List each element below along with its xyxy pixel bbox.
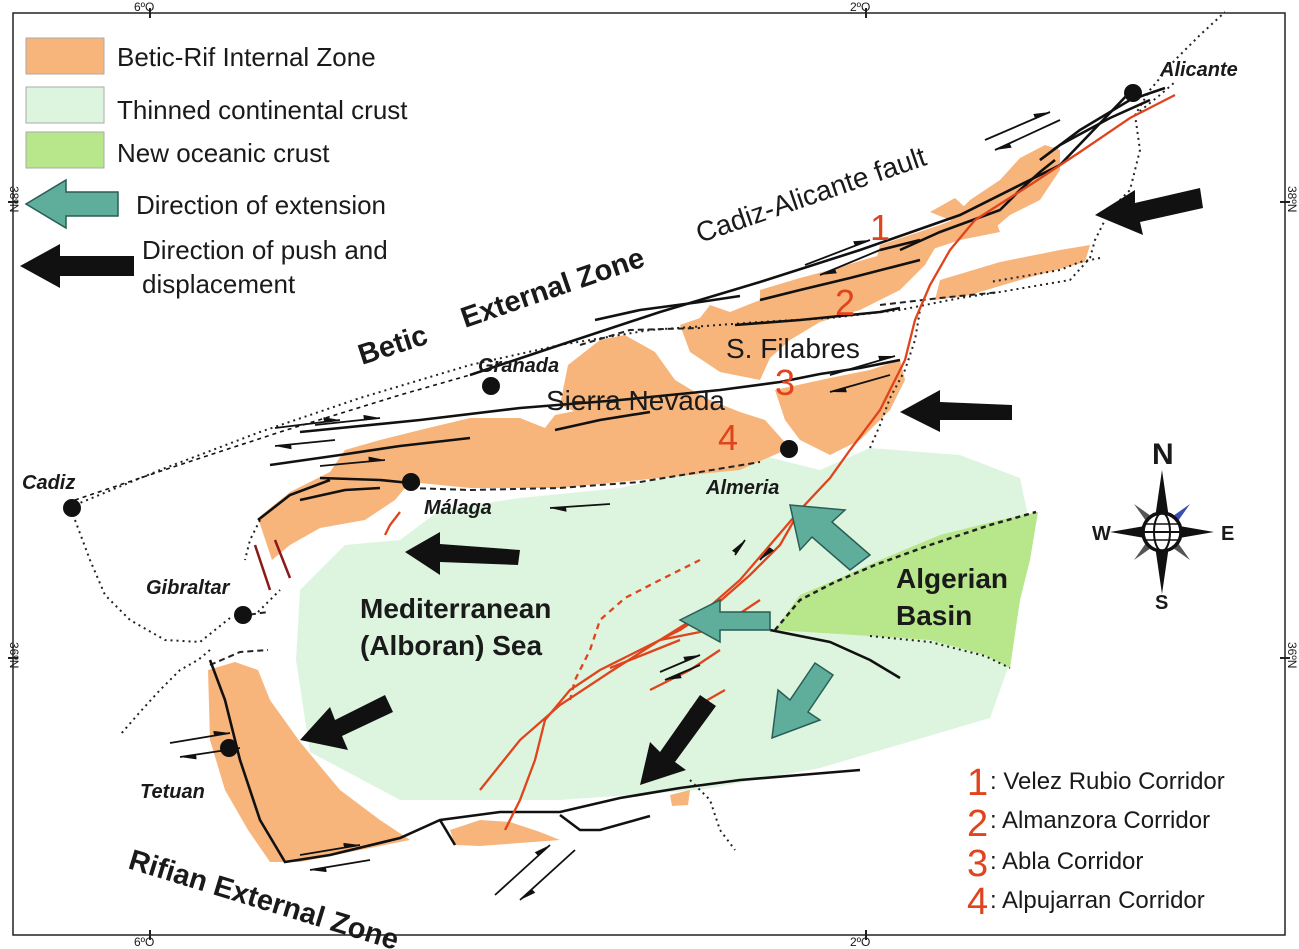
map-corridor-4: 4	[718, 417, 738, 458]
label-sea-line1: Mediterranean	[360, 593, 551, 624]
cadiz-alicante-fault-dashed	[74, 374, 471, 501]
coord-right-upper: 38ºN	[1285, 186, 1299, 212]
push-arrow-east	[1095, 188, 1203, 235]
slip-arrows	[169, 111, 1061, 901]
legend-thinned-crust: Thinned continental crust	[117, 95, 408, 125]
legend-push-arrow-icon	[20, 244, 134, 288]
extension-arrows	[678, 504, 872, 740]
map-corridor-2: 2	[835, 282, 855, 323]
key-num-4: 4	[967, 881, 988, 923]
city-gibraltar: Gibraltar	[146, 577, 231, 599]
key-label-1: : Velez Rubio Corridor	[990, 768, 1225, 795]
map-corridor-3: 3	[775, 362, 795, 403]
legend-swatch-internal-zone	[25, 37, 105, 75]
oceanic-boundary	[774, 510, 1037, 631]
coord-left-upper: 38ºN	[7, 186, 21, 212]
map-corridor-1: 1	[870, 207, 890, 248]
city-malaga: Málaga	[424, 497, 492, 519]
coordinate-ticks	[8, 8, 1290, 940]
key-label-3: : Abla Corridor	[990, 848, 1143, 875]
key-num-3: 3	[967, 843, 988, 885]
label-sierra-nevada: Sierra Nevada	[546, 385, 725, 416]
city-cadiz: Cadiz	[22, 472, 75, 494]
city-almeria: Almeria	[705, 477, 779, 499]
city-granada: Granada	[478, 355, 559, 377]
city-alicante: Alicante	[1159, 59, 1238, 81]
internal-zone-northeast	[955, 145, 1060, 232]
compass-e: E	[1221, 523, 1234, 545]
coord-bottom-right: 2ºO	[850, 935, 870, 949]
city-markers	[63, 84, 1142, 757]
compass-s: S	[1155, 592, 1168, 614]
legend-push-line2: displacement	[142, 269, 296, 299]
cadiz-alicante-fault-solid	[469, 91, 1131, 377]
push-arrow-south	[640, 695, 716, 785]
extension-arrow-sw	[771, 661, 835, 740]
oceanic-boundary-south	[869, 635, 1011, 669]
legend-extension-arrow-icon	[24, 178, 119, 230]
label-betic: Betic	[354, 319, 431, 371]
legend-internal-zone: Betic-Rif Internal Zone	[117, 42, 376, 72]
label-algerian-line1: Algerian	[896, 563, 1008, 594]
label-cadiz-alicante-fault: Cadiz-Alicante fault	[692, 141, 930, 249]
legend-oceanic-crust: New oceanic crust	[117, 138, 330, 168]
legend-swatch-oceanic-crust	[25, 131, 105, 169]
compass-n: N	[1152, 438, 1174, 471]
map-frame	[12, 12, 1286, 936]
key-label-2: : Almanzora Corridor	[990, 807, 1210, 834]
legend-push-line1: Direction of push and	[142, 235, 388, 265]
dashed-internal-lines	[209, 291, 1001, 666]
legend-extension: Direction of extension	[136, 190, 386, 220]
coord-top-right: 2ºO	[850, 0, 870, 14]
key-label-4: : Alpujarran Corridor	[990, 887, 1205, 914]
coord-bottom-left: 6ºO	[134, 935, 154, 949]
label-rifian-external-zone: Rifian External Zone	[125, 844, 402, 949]
push-arrow-mid	[900, 390, 1012, 432]
corridor-key: 1 : Velez Rubio Corridor 2 : Almanzora C…	[967, 762, 1225, 923]
push-arrow-rif	[300, 695, 393, 750]
label-s-filabres: S. Filabres	[726, 333, 860, 364]
compass-rose-icon	[1110, 470, 1214, 594]
key-num-1: 1	[967, 762, 988, 804]
push-arrows	[300, 188, 1203, 785]
coord-left-lower: 36ºN	[7, 642, 21, 668]
red-short-strokes	[253, 539, 292, 591]
legend: Betic-Rif Internal Zone Thinned continen…	[20, 37, 408, 299]
red-fault-dashed	[568, 558, 701, 701]
coord-right-lower: 36ºN	[1285, 642, 1299, 668]
city-tetuan: Tetuan	[140, 781, 205, 803]
extension-arrow-west	[678, 598, 771, 644]
coord-top-left: 6ºO	[134, 0, 154, 14]
label-algerian-line2: Basin	[896, 600, 972, 631]
oceanic-crust-area	[775, 512, 1038, 668]
alicante-branch	[1039, 86, 1166, 162]
compass-w: W	[1092, 523, 1111, 545]
legend-swatch-thinned-crust	[25, 86, 105, 124]
label-betic-external-zone: External Zone	[457, 242, 649, 335]
key-num-2: 2	[967, 803, 988, 845]
extension-arrow-nw	[789, 504, 872, 571]
push-arrow-malaga	[405, 532, 520, 575]
label-sea-line2: (Alboran) Sea	[360, 630, 542, 661]
